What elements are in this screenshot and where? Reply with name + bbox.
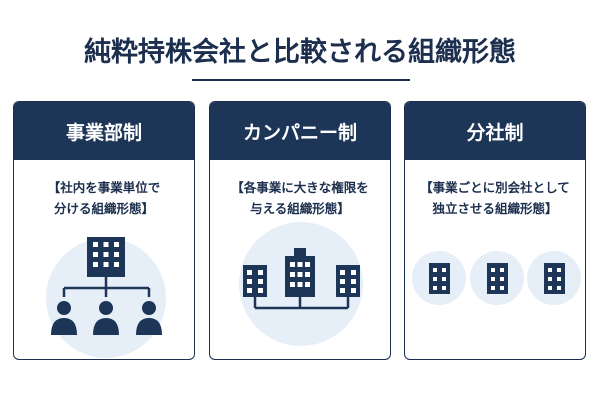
card-heading: 分社制 <box>405 102 585 160</box>
card-heading: カンパニー制 <box>210 102 390 160</box>
title-divider <box>192 79 410 81</box>
card-heading: 事業部制 <box>14 102 194 160</box>
building-icon <box>487 263 508 294</box>
building-icon <box>544 263 565 294</box>
card-description-line: 【社内を事業単位で <box>47 180 161 195</box>
person-icon <box>93 301 119 335</box>
connector-lines <box>62 277 151 297</box>
card-divisional-system: 事業部制 【社内を事業単位で 分ける組織形態】 <box>13 101 195 360</box>
card-description-line: 【事業ごとに別会社として <box>420 180 570 195</box>
card-description-line: 分ける組織形態】 <box>53 201 154 216</box>
building-icon <box>336 265 360 297</box>
card-description-line: 独立させる組織形態】 <box>432 201 558 216</box>
connector-lines <box>253 297 350 310</box>
card-description-line: 【各事業に大きな権限を <box>231 180 369 195</box>
building-icon <box>285 248 315 297</box>
linked-buildings-icon <box>239 222 363 346</box>
building-icon <box>243 265 267 297</box>
org-tree-icon <box>46 237 166 358</box>
card-description-line: 与える組織形態】 <box>250 201 350 216</box>
building-icon <box>87 237 125 277</box>
card-description: 【各事業に大きな権限を 与える組織形態】 <box>210 177 390 219</box>
person-icon <box>136 301 162 335</box>
separate-buildings-icon <box>412 251 581 305</box>
person-icon <box>51 301 77 335</box>
card-subsidiary-system: 分社制 【事業ごとに別会社として 独立させる組織形態】 <box>404 101 586 360</box>
card-description: 【社内を事業単位で 分ける組織形態】 <box>14 177 194 219</box>
card-company-system: カンパニー制 【各事業に大きな権限を 与える組織形態】 <box>209 101 391 360</box>
building-icon <box>429 263 450 294</box>
card-description: 【事業ごとに別会社として 独立させる組織形態】 <box>405 177 585 219</box>
page-title: 純粋持株会社と比較される組織形態 <box>84 37 516 68</box>
